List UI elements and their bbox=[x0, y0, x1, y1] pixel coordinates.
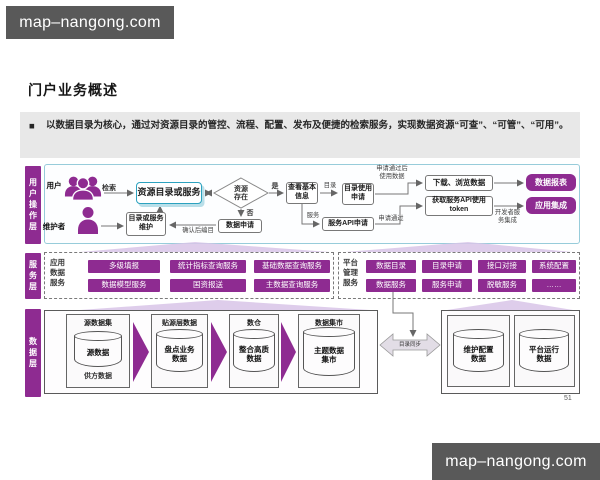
node-get-token: 获取服务API使用token bbox=[425, 196, 493, 216]
database-cylinder: 源数据 bbox=[73, 331, 123, 367]
edge-label-approved-use: 申请通过后使用数据 bbox=[376, 165, 408, 181]
service-item: 多级填报 bbox=[88, 260, 160, 273]
cylinder-label: 整合高质数据 bbox=[239, 344, 269, 363]
edge-label-no: 否 bbox=[246, 210, 254, 217]
service-item: 系统配置 bbox=[532, 260, 576, 273]
page-title: 门户业务概述 bbox=[28, 82, 118, 98]
node-download-browse: 下载、浏览数据 bbox=[425, 175, 493, 191]
database-cylinder: 维护配置数据 bbox=[452, 329, 505, 372]
node-service-api-apply: 服务API申请 bbox=[322, 217, 374, 231]
node-data-report: 数据报表 bbox=[526, 174, 576, 191]
cylinder-label: 平台运行数据 bbox=[529, 344, 559, 363]
service-item: 统计指标查询服务 bbox=[170, 260, 246, 273]
actor-user-label: 用户 bbox=[46, 181, 62, 190]
funnel-shape bbox=[447, 300, 573, 310]
node-view-basic-info: 查看基本信息 bbox=[286, 182, 318, 204]
data-stage-title: 贴源层数据 bbox=[162, 320, 197, 327]
app-services-group-label: 应用数据服务 bbox=[50, 258, 65, 288]
platform-services-group-label: 平台管理服务 bbox=[343, 258, 358, 288]
service-item: 主数据查询服务 bbox=[254, 279, 330, 292]
database-cylinder: 主题数据集市 bbox=[302, 327, 356, 376]
cylinder-label: 盘点业务数据 bbox=[164, 344, 195, 363]
bullet-text: 以数据目录为核心，通过对资源目录的管控、流程、配置、发布及便捷的检索服务，实现数… bbox=[46, 120, 569, 131]
layer-bar-user: 用户操作层 bbox=[25, 166, 41, 244]
service-item: 数据模型服务 bbox=[88, 279, 160, 292]
service-item: 脱敏服务 bbox=[478, 279, 526, 292]
data-stage-footer: 供方数据 bbox=[84, 373, 112, 380]
watermark-top: map–nangong.com bbox=[6, 6, 174, 39]
edge-label-service: 服务 bbox=[306, 212, 320, 219]
edge-label-search: 检索 bbox=[102, 185, 116, 192]
service-item: 接口对接 bbox=[478, 260, 526, 273]
service-item: 目录申请 bbox=[422, 260, 472, 273]
service-item: 数据服务 bbox=[366, 279, 416, 292]
page-number: 51 bbox=[564, 395, 572, 402]
service-item: …… bbox=[532, 279, 576, 292]
watermark-bottom: map–nangong.com bbox=[432, 443, 600, 480]
edge-label-dev-integration: 开发者服务集成 bbox=[494, 209, 521, 225]
layer-bar-service: 服务层 bbox=[25, 253, 41, 299]
node-catalog-maintain: 目录或服务维护 bbox=[126, 212, 166, 236]
node-catalog-use-apply: 目录使用申请 bbox=[342, 183, 374, 205]
maintainer-person-icon bbox=[77, 206, 99, 234]
service-item: 国资报送 bbox=[170, 279, 246, 292]
layer-bar-data: 数据层 bbox=[25, 309, 41, 397]
edge-label-catalog: 目录 bbox=[323, 182, 337, 189]
data-stage-title: 数据集市 bbox=[315, 320, 343, 327]
edge-label-confirm-catalog: 确认后编目 bbox=[182, 227, 214, 234]
bullet-marker: ■ bbox=[29, 121, 35, 132]
cylinder-label: 维护配置数据 bbox=[463, 344, 494, 363]
database-cylinder: 平台运行数据 bbox=[518, 329, 570, 372]
service-item: 基础数据查询服务 bbox=[254, 260, 330, 273]
cylinder-label: 源数据 bbox=[86, 347, 110, 357]
node-app-integration: 应用集成 bbox=[526, 197, 576, 214]
sync-label: 目录同步 bbox=[398, 341, 421, 348]
funnel-shape bbox=[80, 300, 370, 310]
service-item: 数据目录 bbox=[366, 260, 416, 273]
user-layer-frame bbox=[44, 164, 580, 244]
users-group-icon bbox=[64, 173, 102, 203]
cylinder-label: 主题数据集市 bbox=[314, 345, 344, 364]
node-resource-exists: 资源存在 bbox=[234, 185, 248, 201]
node-resource-catalog: 资源目录或服务 bbox=[136, 182, 202, 204]
edge-label-approved: 申请通过 bbox=[378, 215, 404, 222]
bullet-band: ■ 以数据目录为核心，通过对资源目录的管控、流程、配置、发布及便捷的检索服务，实… bbox=[20, 112, 580, 158]
node-data-apply: 数据申请 bbox=[218, 219, 262, 233]
edge-label-yes: 是 bbox=[271, 183, 279, 190]
database-cylinder: 整合高质数据 bbox=[232, 329, 276, 372]
data-stage-title: 源数据集 bbox=[84, 320, 112, 327]
service-item: 服务申请 bbox=[422, 279, 472, 292]
data-stage-title: 数仓 bbox=[247, 320, 261, 327]
actor-maintainer-label: 维护者 bbox=[42, 222, 66, 231]
database-cylinder: 盘点业务数据 bbox=[155, 329, 204, 372]
